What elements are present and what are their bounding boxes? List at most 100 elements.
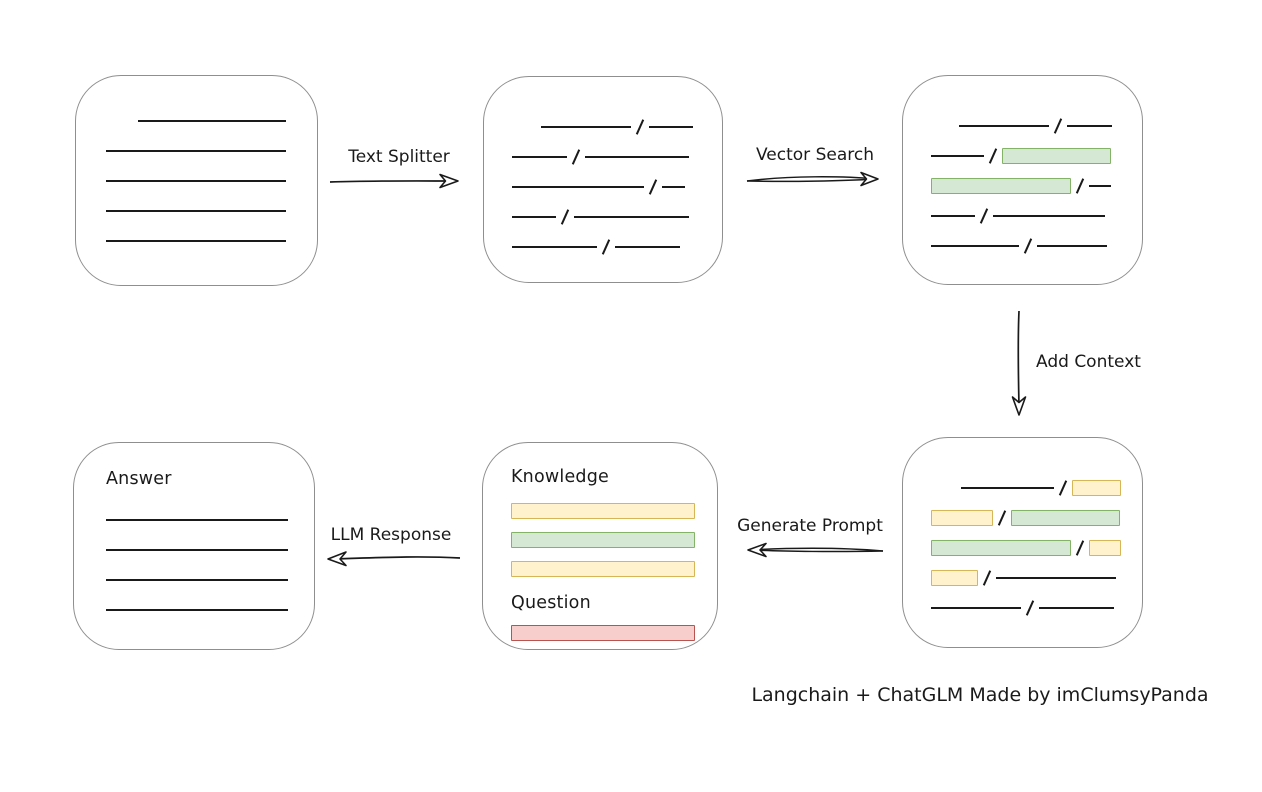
text-line [961,487,1054,489]
chunk-row [931,563,1142,593]
node-source-document [75,75,318,286]
text-line [541,126,631,128]
add-context-arrow [1008,309,1032,421]
chunk-row [512,112,722,142]
node-prompt: Knowledge Question [482,442,718,650]
red-bar [511,625,695,641]
matched-chunk-rows [903,76,1142,261]
arrow-left-icon [327,551,461,567]
text-line [138,120,286,122]
indent-gap [931,126,959,127]
slash-separator [1075,178,1085,194]
text-line [106,240,286,242]
context-chunk-rows [903,438,1142,623]
green-chunk-chip [931,178,1071,194]
slash-separator [982,570,992,586]
text-line [585,156,689,158]
chunk-row [931,171,1142,201]
yellow-chunk-chip [931,570,978,586]
slash-separator [635,119,645,135]
text-line [106,180,286,182]
arrow-right-icon [746,171,879,187]
indent-gap [512,127,541,128]
yellow-bar [511,561,695,577]
chunk-row [512,172,722,202]
slash-separator [1023,238,1033,254]
chunk-row [931,473,1142,503]
slash-separator [648,179,658,195]
text-line [662,186,685,188]
text-line [106,579,288,581]
chunk-row [512,202,722,232]
chunk-row [931,533,1142,563]
add-context-label: Add Context [1036,352,1141,372]
green-bar [511,532,695,548]
slash-separator [1058,480,1068,496]
yellow-bar [511,503,695,519]
yellow-chunk-chip [1072,480,1121,496]
green-chunk-chip [1011,510,1120,526]
text-line [931,607,1021,609]
node-context-chunks [902,437,1143,648]
green-chunk-chip [931,540,1071,556]
node-answer: Answer [73,442,315,650]
knowledge-bars [511,503,717,577]
text-line [106,549,288,551]
chunk-row [931,201,1142,231]
text-line [106,150,286,152]
slash-separator [979,208,989,224]
slash-separator [988,148,998,164]
document-text-lines [76,76,317,242]
footer-credit: Langchain + ChatGLM Made by imClumsyPand… [751,684,1209,706]
slash-separator [601,239,611,255]
arrow-left-icon [747,542,884,558]
question-bars [511,625,717,641]
text-splitter-label: Text Splitter [348,147,450,167]
text-line [931,245,1019,247]
arrow-down-icon [1011,310,1027,416]
text-line [106,519,288,521]
arrow-right-icon [329,173,459,189]
text-line [106,609,288,611]
chunk-row [931,231,1142,261]
text-line [574,216,689,218]
text-line [512,156,567,158]
vector-search-label: Vector Search [756,145,874,165]
text-line [931,155,984,157]
indent-gap [931,488,961,489]
text-line [1037,245,1107,247]
node-search-matches [902,75,1143,285]
llm-response-arrow [320,549,462,569]
yellow-chunk-chip [931,510,993,526]
text-line [993,215,1105,217]
text-splitter-arrow [328,171,470,191]
text-line [512,216,556,218]
text-line [615,246,680,248]
slash-separator [1075,540,1085,556]
slash-separator [571,149,581,165]
chunk-row [931,141,1142,171]
text-line [106,210,286,212]
chunk-row [931,503,1142,533]
text-line [1039,607,1114,609]
slash-separator [560,209,570,225]
text-line [1067,125,1112,127]
slash-separator [997,510,1007,526]
knowledge-heading: Knowledge [511,467,609,487]
chunk-row [512,232,722,262]
generate-prompt-label: Generate Prompt [737,516,883,536]
text-line [512,246,597,248]
text-line [931,215,975,217]
vector-search-arrow [744,168,890,190]
answer-heading: Answer [106,469,172,489]
text-line [512,186,644,188]
generate-prompt-arrow [738,539,886,561]
question-heading: Question [511,593,591,613]
chunk-rows [484,77,722,262]
yellow-chunk-chip [1089,540,1121,556]
node-split-chunks [483,76,723,283]
chunk-row [512,142,722,172]
green-chunk-chip [1002,148,1111,164]
chunk-row [931,111,1142,141]
